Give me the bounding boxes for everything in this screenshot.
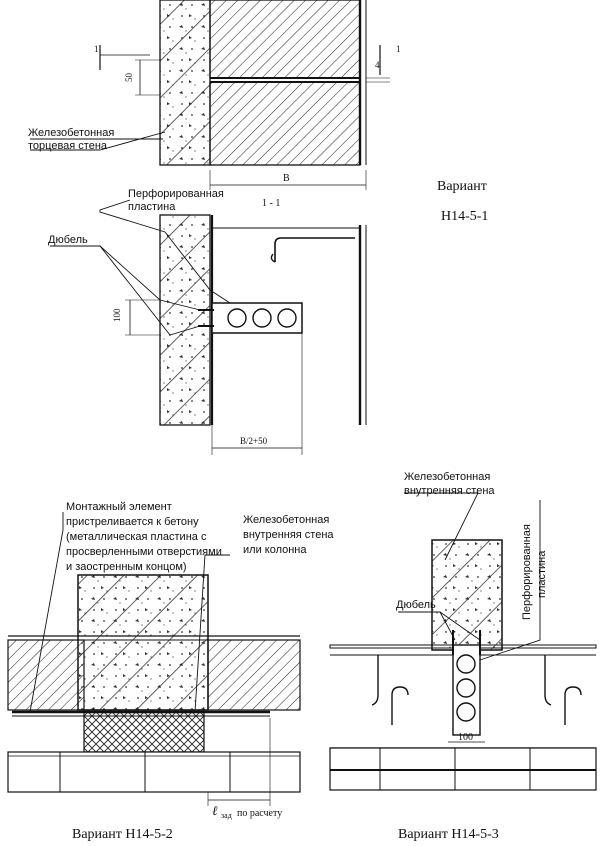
v3-plate-label-1: Перфорированная <box>521 524 533 620</box>
top-section <box>125 214 367 455</box>
variant3-title: Вариант Н14-5-3 <box>398 827 499 842</box>
v3-wall-label-1: Железобетонная <box>404 471 490 483</box>
dim-lzad-rest: по расчету <box>237 808 282 819</box>
variant1-title-2: Н14-5-1 <box>441 209 488 224</box>
dim-half-b: B/2+50 <box>240 436 268 446</box>
top-dowel-label: Дюбель <box>48 234 88 246</box>
dim-lzad: ℓ <box>212 803 218 818</box>
dim-b: B <box>283 173 290 184</box>
v3-wall-label-2: внутренняя стена <box>404 485 495 497</box>
top-leaders <box>30 131 231 336</box>
v2-wall-label-3: или колонна <box>243 544 307 556</box>
v2-wall-label-1: Железобетонная <box>243 514 329 526</box>
variant3-drawing <box>329 492 597 791</box>
mount-label-1: Монтажный элемент <box>66 501 172 513</box>
mount-label-3: (металлическая пластина с <box>66 531 207 543</box>
top-plate-label-1: Перфорированная <box>128 188 224 200</box>
variant1-title-1: Вариант <box>437 179 487 194</box>
dim-lzad-sub: зад <box>221 811 232 820</box>
panel-lower <box>209 81 361 166</box>
cut-mark-left: 1 <box>94 44 99 54</box>
mount-label-5: и заостренным концом) <box>66 561 187 573</box>
v2-wall-label-2: внутренняя стена <box>243 529 334 541</box>
top-wall-label-1: Железобетонная <box>28 127 114 139</box>
v3-plate-label-2: пластина <box>536 550 548 598</box>
variant2-title: Вариант Н14-5-2 <box>72 827 173 842</box>
dim-100-top: 100 <box>112 308 122 322</box>
top-elevation <box>99 0 390 190</box>
mount-label-2: пристреливается к бетону <box>66 516 199 528</box>
mount-label-4: просверленными отверстиями <box>66 546 222 558</box>
dim-50: 50 <box>124 73 134 83</box>
variant2-drawing <box>7 512 301 806</box>
dim-100-v3: 100 <box>458 732 473 743</box>
v3-dowel-label: Дюбель <box>396 599 436 611</box>
dim-4: 4 <box>375 60 380 70</box>
panel-upper <box>209 0 361 79</box>
top-wall-label-2: торцевая стена <box>28 140 108 152</box>
top-plate-label-2: пластина <box>128 201 176 213</box>
cut-mark-right: 1 <box>396 44 401 54</box>
section-mark: 1 - 1 <box>262 198 280 209</box>
